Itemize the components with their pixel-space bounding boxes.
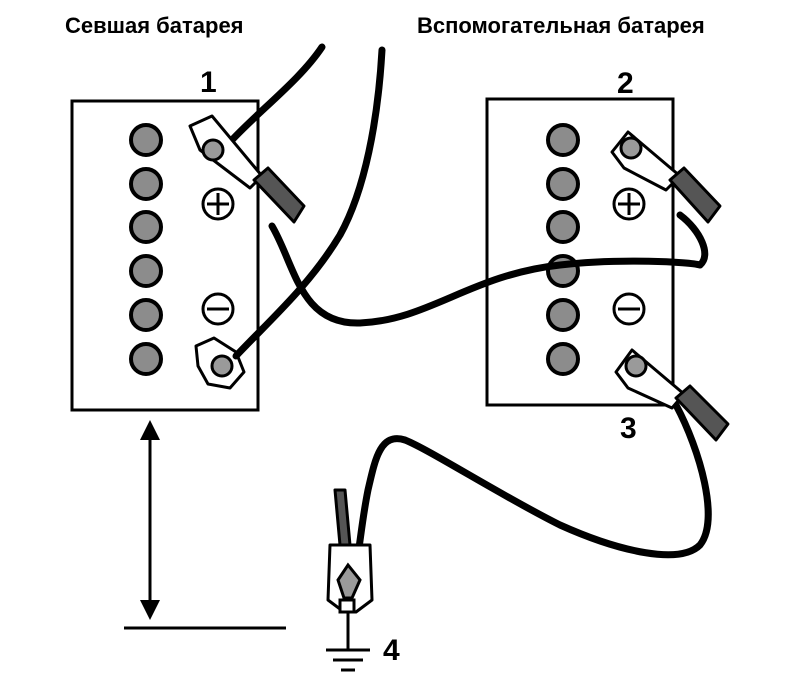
callout-1: 1 bbox=[200, 66, 217, 99]
minus-terminal-symbol bbox=[612, 292, 646, 326]
minus-terminal-symbol bbox=[201, 292, 235, 326]
negative-ring-connector bbox=[194, 336, 246, 390]
distance-indicator bbox=[124, 420, 286, 630]
ground-symbol-icon bbox=[326, 612, 370, 672]
clamp-booster-positive bbox=[610, 130, 722, 224]
plus-terminal-symbol bbox=[201, 187, 235, 221]
clamp-ground bbox=[326, 488, 374, 614]
callout-3: 3 bbox=[620, 412, 637, 445]
plus-terminal-symbol bbox=[612, 187, 646, 221]
clamp-dead-positive bbox=[188, 114, 306, 224]
cable-dead-negative bbox=[232, 46, 386, 360]
cable-negative-ground bbox=[353, 401, 712, 564]
dead-battery-cells bbox=[129, 123, 163, 376]
booster-battery-title: Вспомогательная батарея bbox=[417, 13, 705, 38]
callout-4: 4 bbox=[383, 634, 400, 667]
clamp-booster-negative bbox=[614, 348, 730, 442]
cable-dead-positive bbox=[228, 43, 326, 144]
dead-battery-title: Севшая батарея bbox=[65, 13, 244, 38]
jumper-cables bbox=[228, 43, 712, 564]
booster-battery-cells bbox=[546, 123, 580, 376]
callout-2: 2 bbox=[617, 67, 634, 100]
cable-positive-link bbox=[268, 211, 709, 327]
